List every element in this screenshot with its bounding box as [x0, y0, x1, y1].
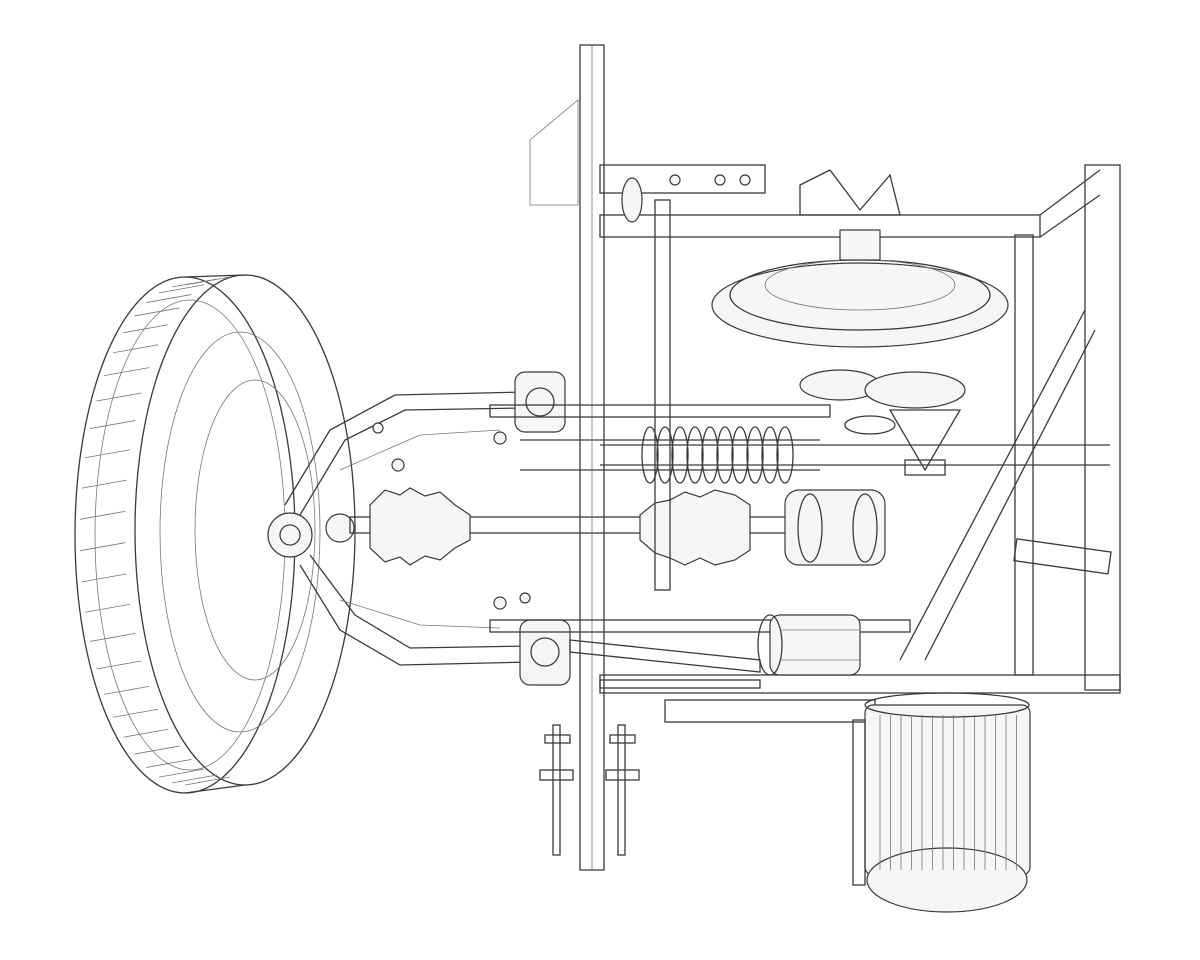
tread-line: [146, 759, 192, 768]
spring-coil: [761, 426, 779, 484]
spring-coil: [641, 426, 659, 484]
tread-line: [134, 745, 180, 755]
tread-line: [146, 294, 192, 303]
rack-bar: [569, 639, 761, 689]
tread-line: [184, 776, 231, 786]
tread-line: [113, 708, 159, 718]
vertical-post: [529, 44, 605, 871]
tread-line: [85, 449, 131, 459]
tread-line: [80, 510, 126, 520]
tire-tread-lines: [80, 276, 231, 786]
lower-ball-joint: [519, 619, 571, 686]
spring-coil: [716, 426, 734, 484]
tread-line: [80, 542, 126, 552]
tread-line: [89, 633, 136, 642]
tread-line: [171, 774, 217, 784]
tread-line: [171, 278, 217, 288]
wheel-hub: [267, 512, 355, 558]
cv-boot-inner: [369, 487, 471, 566]
spring-coil: [671, 426, 689, 484]
upper-ball-joint: [514, 371, 566, 433]
spring-coil: [701, 426, 719, 484]
spring-coil: [776, 426, 794, 484]
tread-line: [134, 307, 180, 317]
tread-line: [81, 573, 127, 583]
electric-motor: [852, 692, 1031, 913]
wheel-tire: [74, 274, 356, 794]
fasteners: [372, 174, 751, 610]
drive-shaft: [349, 487, 886, 566]
tread-line: [96, 392, 142, 402]
tread-line: [123, 324, 169, 334]
small-motor: [757, 614, 861, 676]
spring-coil: [656, 426, 674, 484]
tread-line: [158, 284, 204, 294]
motor-cooling-fins: [879, 715, 1017, 870]
spring-coil: [746, 426, 764, 484]
tread-line: [81, 479, 127, 489]
spring-coil: [731, 426, 749, 484]
tread-line: [85, 603, 131, 613]
spring-coil: [686, 426, 704, 484]
tread-line: [158, 768, 204, 778]
tread-line: [113, 344, 159, 354]
cv-boot-outer: [639, 489, 751, 566]
tread-line: [123, 728, 169, 738]
tread-line: [89, 420, 136, 429]
tread-line: [104, 367, 150, 377]
ring-gear-disc: [711, 169, 1009, 348]
differential-housing: [784, 489, 886, 566]
tread-line: [104, 685, 150, 695]
mounting-bolts: [539, 724, 640, 856]
pinion-gears: [799, 369, 966, 476]
tread-line: [96, 660, 142, 670]
